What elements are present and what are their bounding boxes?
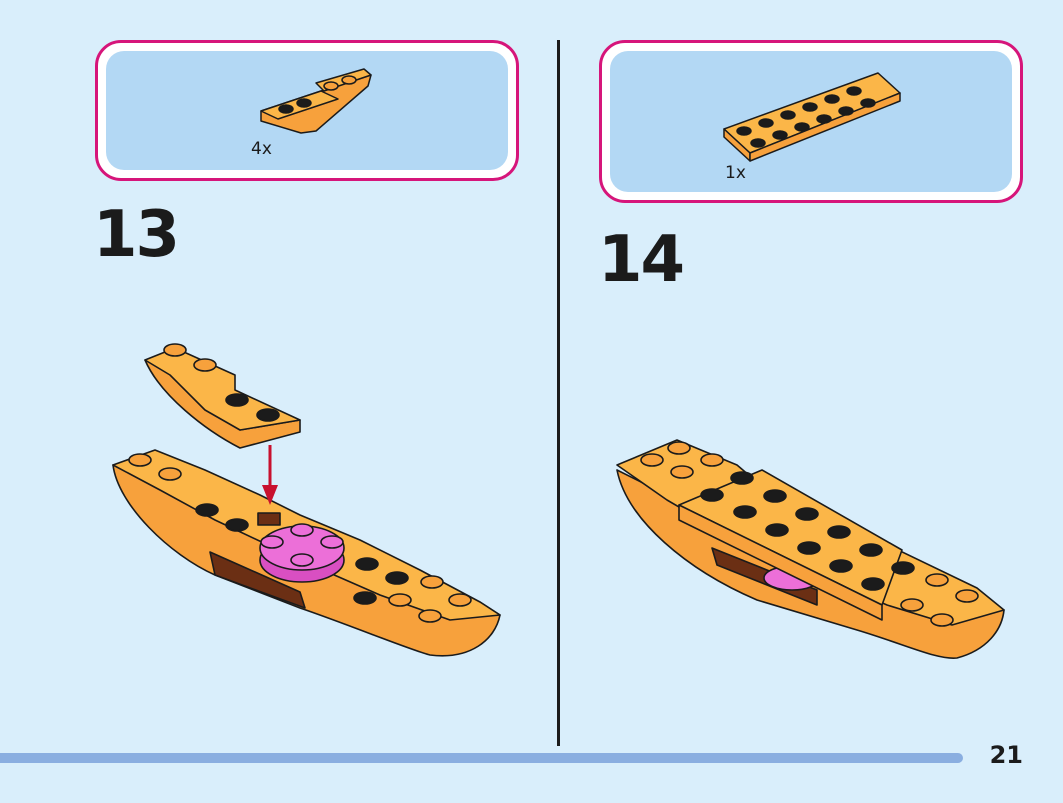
page-progress-bar xyxy=(0,753,963,763)
part-quantity: 4x xyxy=(251,139,272,159)
orange-plate-2x6-icon xyxy=(723,72,901,162)
parts-callout-step-14: 1x xyxy=(599,40,1023,203)
step-13-assembly-illustration xyxy=(112,343,501,657)
parts-callout-inner: 1x xyxy=(610,51,1012,192)
page-number: 21 xyxy=(989,741,1023,769)
step-14-assembly-illustration xyxy=(616,439,1005,659)
step-number: 14 xyxy=(598,223,685,297)
orange-inverted-slope-brick-icon xyxy=(260,68,372,134)
part-quantity: 1x xyxy=(725,163,746,183)
parts-callout-inner: 4x xyxy=(106,51,508,170)
parts-callout-step-13: 4x xyxy=(95,40,519,181)
step-number: 13 xyxy=(93,198,180,272)
step-divider xyxy=(557,40,560,746)
